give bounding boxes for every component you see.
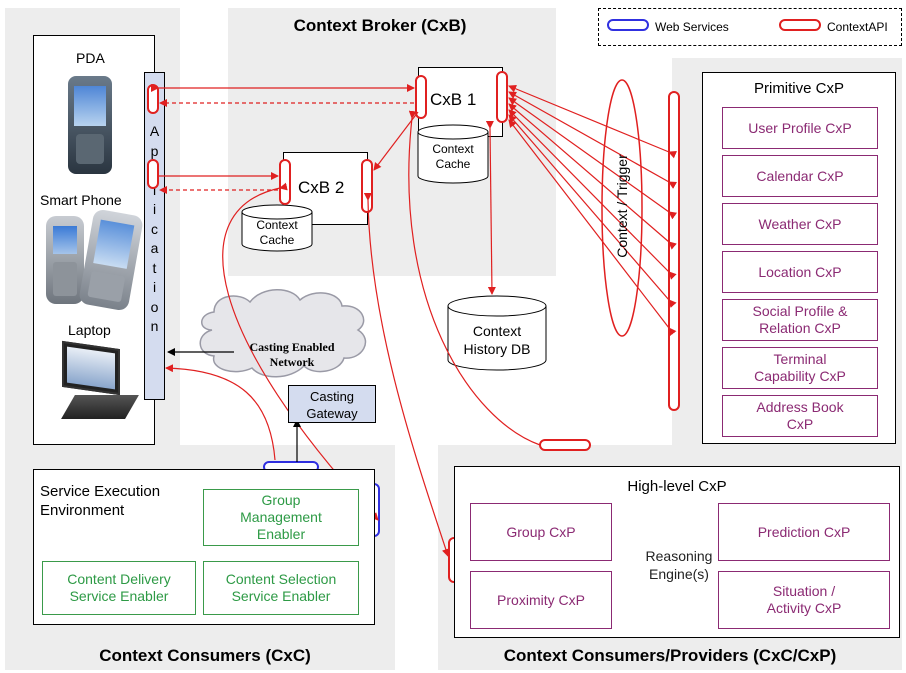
group-cxp: Group CxP	[470, 503, 612, 561]
api-cxb1-right	[496, 71, 508, 123]
pda-label: PDA	[76, 50, 105, 66]
smart-phone-icon-1	[46, 216, 84, 304]
group-management-enabler: Group Management Enabler	[203, 489, 359, 546]
cxb1-cache-cylinder	[417, 124, 489, 184]
cxb1-cache-label: Context Cache	[432, 142, 474, 171]
network-cloud-label: Casting Enabled Network	[249, 340, 335, 369]
proximity-cxp: Proximity CxP	[470, 571, 612, 629]
pda-icon	[68, 76, 112, 174]
api-primitive-bus	[668, 91, 680, 411]
prediction-cxp: Prediction CxP	[718, 503, 890, 561]
pda-screen	[74, 86, 106, 126]
situation-cxp: Situation / Activity CxP	[718, 571, 890, 629]
api-app-pda	[147, 84, 159, 114]
primitive-item: Address Book CxP	[722, 395, 878, 437]
smart-phone-label: Smart Phone	[40, 192, 122, 208]
api-cxb2-left	[279, 159, 291, 205]
application-letter: o	[150, 298, 159, 315]
legend-web-services-label: Web Services	[655, 20, 729, 34]
application-letter: i	[152, 279, 157, 295]
cxb2-cache-label: Context Cache	[256, 218, 298, 247]
highlevel-section-title: Context Consumers/Providers (CxC/CxP)	[503, 646, 837, 665]
reasoning-engine-label: Reasoning Engine(s)	[645, 548, 713, 582]
application-letter: t	[152, 259, 157, 276]
primitive-item: Calendar CxP	[722, 155, 878, 197]
api-cxb2-right	[361, 159, 373, 213]
application-letter: A	[149, 123, 160, 139]
primitive-title: Primitive CxP	[753, 80, 844, 97]
legend-context-api-label: ContextAPI	[827, 20, 888, 34]
application-letter: i	[152, 201, 157, 217]
api-app-phone	[147, 159, 159, 189]
consumers-title: Context Consumers (CxC)	[99, 646, 311, 665]
application-bar	[144, 72, 165, 400]
legend: Web Services ContextAPI	[598, 8, 902, 46]
highlevel-title: High-level CxP	[627, 478, 727, 495]
casting-gateway-box: Casting Gateway	[288, 385, 376, 423]
broker-title: Context Broker (CxB)	[293, 16, 467, 35]
see-title: Service Execution Environment	[40, 483, 161, 519]
laptop-label: Laptop	[68, 322, 111, 338]
application-letter: a	[150, 240, 159, 256]
application-letter: n	[150, 318, 159, 334]
api-cxb-highlevel	[539, 439, 591, 451]
primitive-item: Social Profile & Relation CxP	[722, 299, 878, 341]
pda-keys	[76, 134, 104, 164]
smart-phone-keys-1	[53, 262, 77, 296]
history-db-label: Context History DB	[463, 323, 531, 357]
api-cxb1-left	[415, 75, 427, 119]
primitive-item: Weather CxP	[722, 203, 878, 245]
application-letter: l	[152, 181, 157, 198]
application-letter: p	[150, 142, 159, 159]
primitive-item: Location CxP	[722, 251, 878, 293]
legend-context-api-symbol	[779, 19, 821, 31]
content-selection-enabler: Content Selection Service Enabler	[203, 561, 359, 615]
primitive-item: User Profile CxP	[722, 107, 878, 149]
smart-phone-screen-1	[53, 226, 77, 254]
content-delivery-enabler: Content Delivery Service Enabler	[42, 561, 196, 615]
api-arrows	[151, 84, 678, 557]
application-letter: c	[151, 220, 158, 237]
legend-web-services-symbol	[607, 19, 649, 31]
cxb1-label: CxB 1	[430, 90, 477, 109]
trigger-label: Context / Trigger	[614, 154, 630, 258]
primitive-item: Terminal Capability CxP	[722, 347, 878, 389]
